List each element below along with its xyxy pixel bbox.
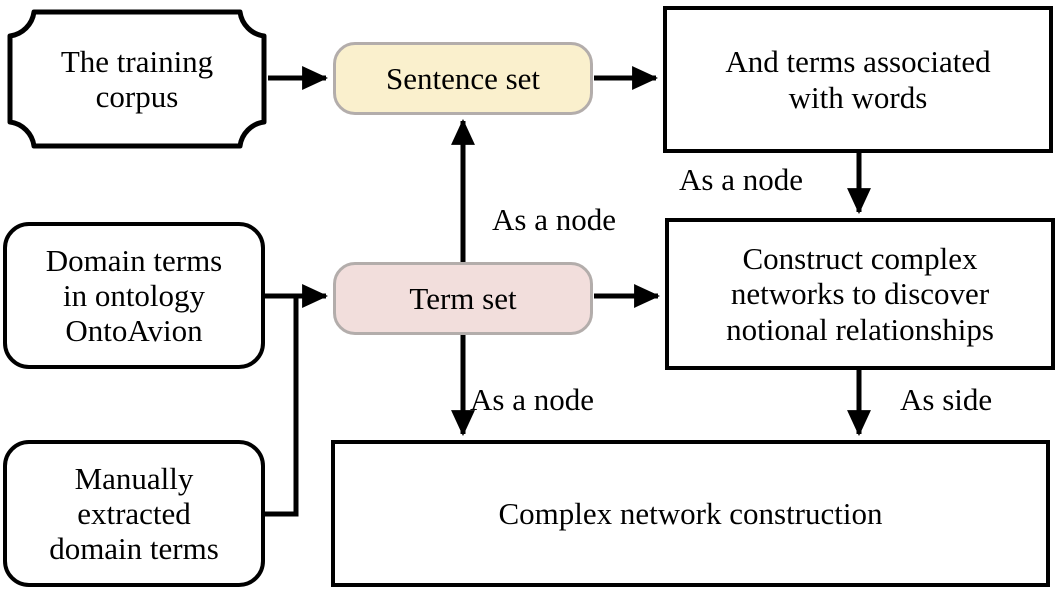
node-label: Domain terms in ontology OntoAvion xyxy=(45,242,223,349)
node-complex-network-construction[interactable]: Complex network construction xyxy=(331,440,1050,587)
node-training-corpus[interactable]: The training corpus xyxy=(6,8,268,150)
edge-label-as-a-node-middle: As a node xyxy=(492,202,616,237)
node-construct-complex-networks[interactable]: Construct complex networks to discover n… xyxy=(665,218,1055,370)
edge-label-as-a-node-bottom: As a node xyxy=(470,382,594,417)
node-manually-extracted-domain-terms[interactable]: Manually extracted domain terms xyxy=(3,440,265,587)
node-domain-terms-ontology[interactable]: Domain terms in ontology OntoAvion xyxy=(3,222,265,369)
node-label: Manually extracted domain terms xyxy=(49,460,219,567)
node-label: Construct complex networks to discover n… xyxy=(726,241,994,347)
edge-label-as-side: As side xyxy=(900,382,993,417)
node-label: Sentence set xyxy=(385,60,541,96)
node-label: The training corpus xyxy=(60,43,214,114)
node-terms-associated-with-words[interactable]: And terms associated with words xyxy=(663,6,1053,153)
node-term-set[interactable]: Term set xyxy=(333,262,593,335)
edge-label-as-a-node-top-right: As a node xyxy=(679,162,803,197)
node-sentence-set[interactable]: Sentence set xyxy=(333,42,593,115)
training-corpus-shape xyxy=(7,9,267,149)
connector-manual-terms-to-term-set xyxy=(265,296,299,517)
node-label: Complex network construction xyxy=(498,495,883,531)
node-label: Term set xyxy=(409,280,517,316)
node-label: And terms associated with words xyxy=(725,44,991,115)
